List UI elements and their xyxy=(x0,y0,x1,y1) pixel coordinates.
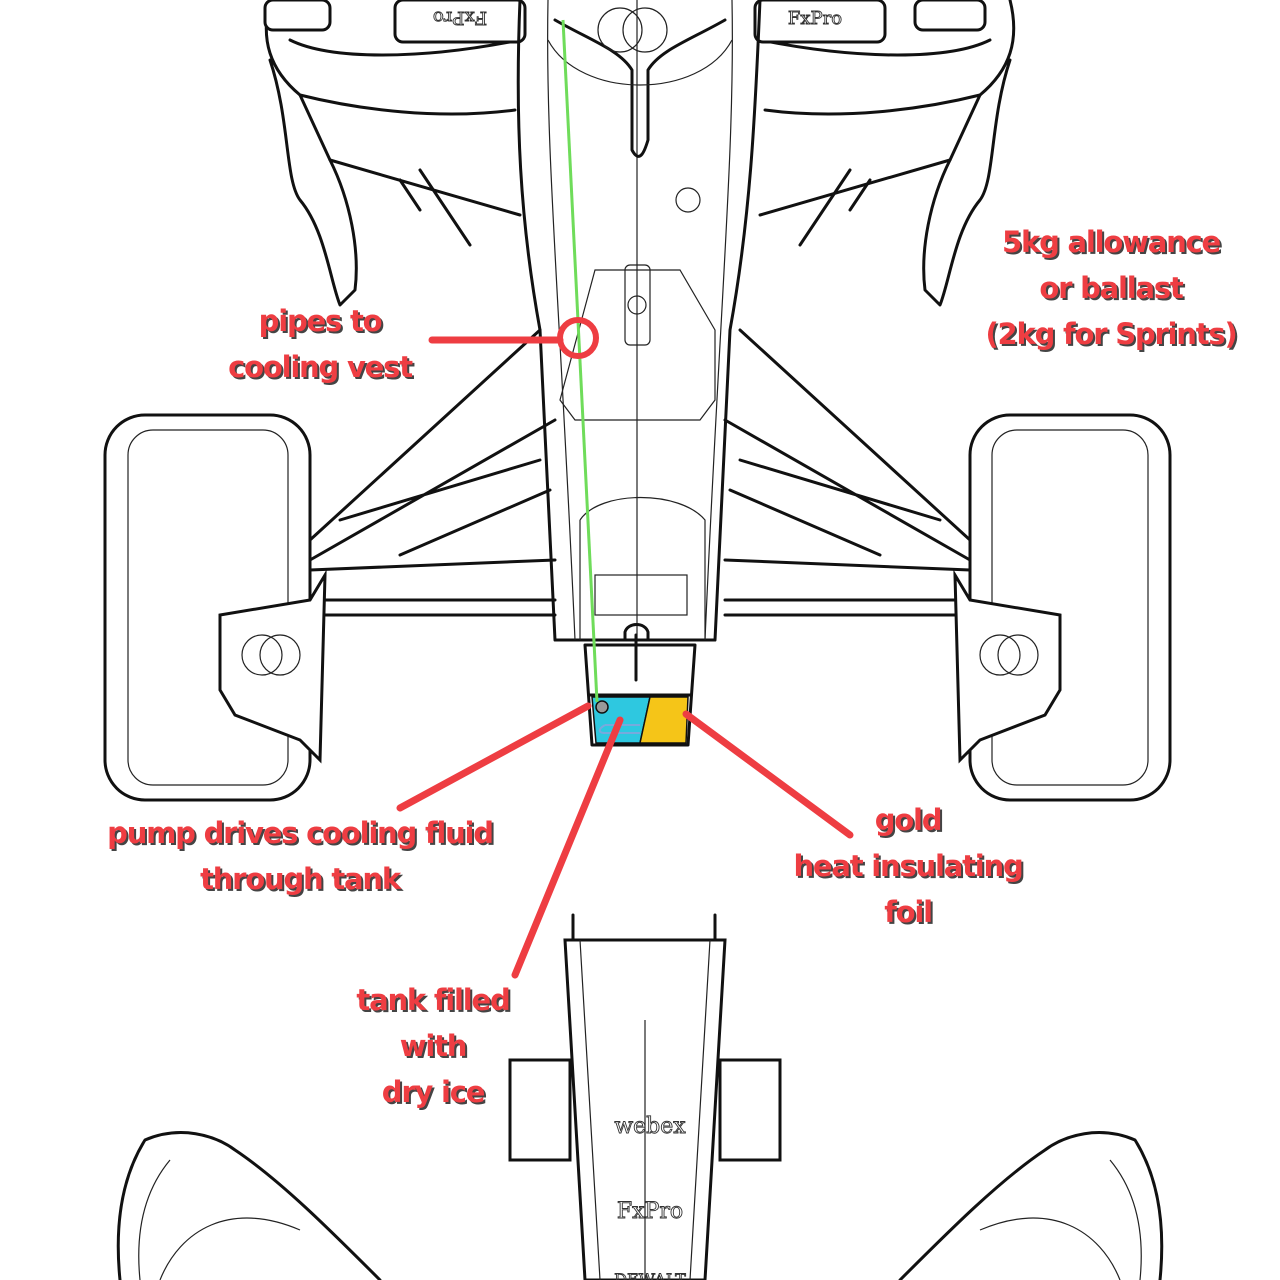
label-ballast: 5kg allowance or ballast (2kg for Sprint… xyxy=(985,219,1237,357)
label-pipes: pipes to cooling vest xyxy=(228,298,413,390)
label-pump: pump drives cooling fluid through tank xyxy=(107,810,494,902)
left-sidepod xyxy=(264,0,358,307)
label-foil: gold heat insulating foil xyxy=(793,797,1023,935)
chassis-inner-lines xyxy=(547,0,733,641)
label-line: heat insulating xyxy=(793,849,1023,883)
right-front-wing-endplate xyxy=(898,1131,1164,1280)
label-line: tank filled xyxy=(356,983,510,1017)
halo xyxy=(553,18,727,158)
label-line: pump drives cooling fluid xyxy=(107,816,494,850)
sponsor-logo-top-right: FxPro xyxy=(788,8,842,29)
left-sidepod-inner xyxy=(288,38,522,217)
chassis-front-panel xyxy=(579,497,706,640)
chassis-outline xyxy=(516,0,762,642)
nose-box xyxy=(583,643,697,747)
nose-logo-fxpro: FxPro xyxy=(617,1199,683,1224)
chassis-vent xyxy=(594,574,688,616)
gold-foil xyxy=(639,696,689,744)
cooling-pipe xyxy=(561,19,599,703)
pump-icon xyxy=(595,700,609,714)
chassis-panel xyxy=(559,269,716,421)
label-line: dry ice xyxy=(381,1075,486,1109)
left-front-wing-endplate xyxy=(116,1131,382,1280)
label-line: (2kg for Sprints) xyxy=(985,317,1237,351)
pipes-circle xyxy=(557,317,599,359)
cockpit-arc xyxy=(547,39,733,86)
nose-logo-dewalt: DEWALT xyxy=(614,1270,686,1280)
tank-pointer xyxy=(511,716,624,979)
label-line: 5kg allowance xyxy=(1002,225,1221,259)
label-line: pipes to xyxy=(258,304,383,338)
right-sidepod-inner xyxy=(758,38,992,217)
label-line: with xyxy=(399,1029,468,1063)
label-tank: tank filled with dry ice xyxy=(356,977,510,1115)
nose-logo-webex: webex xyxy=(614,1114,686,1139)
number-roundel xyxy=(675,187,701,213)
tow-hook xyxy=(623,623,650,682)
left-mirror xyxy=(393,0,527,44)
right-camera-pod xyxy=(913,0,987,32)
right-nose-camera xyxy=(718,1058,782,1162)
right-sidepod xyxy=(922,0,1016,307)
left-suspension xyxy=(308,328,557,602)
sponsor-logo-top-left: FxPro xyxy=(433,7,487,28)
right-mirror xyxy=(753,0,887,44)
left-camera-pod xyxy=(263,0,332,32)
label-line: through tank xyxy=(200,862,401,896)
left-brake-duct xyxy=(218,569,327,764)
right-suspension xyxy=(723,328,972,602)
label-line: foil xyxy=(884,895,933,929)
bargeboard-lines xyxy=(398,168,872,247)
foil-pointer xyxy=(682,710,854,839)
left-nose-camera xyxy=(508,1058,572,1162)
pump-pointer xyxy=(396,702,592,812)
label-line: gold xyxy=(874,803,943,837)
right-brake-duct xyxy=(953,569,1062,764)
label-line: or ballast xyxy=(1039,271,1183,305)
label-line: cooling vest xyxy=(228,350,413,384)
